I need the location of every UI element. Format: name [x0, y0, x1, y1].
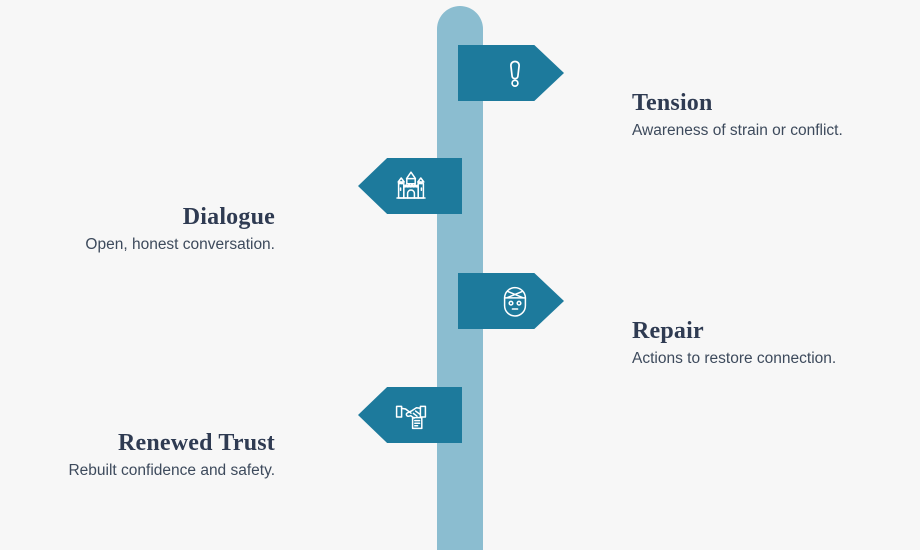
step-description: Actions to restore connection.	[632, 350, 837, 368]
bandaged-face-icon	[498, 284, 532, 318]
label-dialogue: Dialogue Open, honest conversation.	[0, 204, 275, 255]
step-description: Open, honest conversation.	[85, 236, 275, 254]
castle-icon	[394, 169, 428, 203]
label-renewed-trust: Renewed Trust Rebuilt confidence and saf…	[0, 430, 275, 481]
signpost-tension[interactable]	[458, 45, 564, 101]
step-title: Dialogue	[182, 204, 275, 230]
label-repair: Repair Actions to restore connection.	[632, 318, 912, 369]
exclamation-mark-icon	[498, 56, 532, 90]
step-description: Awareness of strain or conflict.	[632, 122, 843, 140]
step-title: Tension	[632, 90, 713, 116]
step-title: Repair	[632, 318, 704, 344]
signpost-dialogue[interactable]	[358, 158, 462, 214]
signpost-renewed-trust[interactable]	[358, 387, 462, 443]
step-description: Rebuilt confidence and safety.	[68, 462, 275, 480]
handshake-document-icon	[394, 398, 428, 432]
label-tension: Tension Awareness of strain or conflict.	[632, 90, 912, 141]
step-title: Renewed Trust	[117, 430, 275, 456]
signpost-repair[interactable]	[458, 273, 564, 329]
